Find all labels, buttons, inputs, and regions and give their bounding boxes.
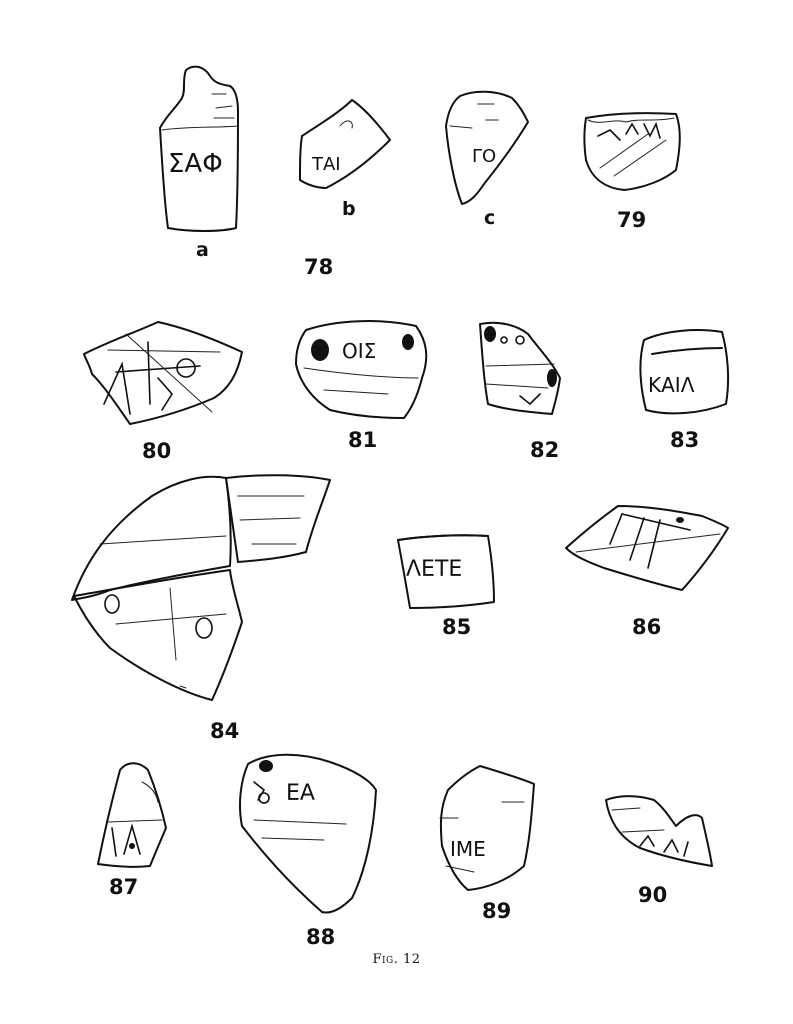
label-83: 83: [670, 428, 699, 452]
label-89: 89: [482, 899, 511, 923]
inscription-78b: ΤΑΙ: [311, 154, 341, 175]
fragment-78c: ΓΟ: [445, 90, 529, 205]
fragment-84: [71, 474, 331, 701]
label-81: 81: [348, 428, 377, 452]
fragment-88: ΕΑ: [239, 753, 377, 914]
label-87: 87: [109, 875, 138, 899]
fragment-89: ΙΜΕ: [439, 765, 535, 891]
label-86: 86: [632, 615, 661, 639]
label-78b: b: [342, 198, 356, 220]
label-78a: a: [196, 239, 209, 261]
label-90: 90: [638, 883, 667, 907]
label-85: 85: [442, 615, 471, 639]
fragment-83: ΚΑΙΛ: [639, 329, 730, 415]
label-79: 79: [617, 208, 646, 232]
fragment-78a: ΣΑΦ: [159, 65, 239, 232]
inscription-78c: ΓΟ: [472, 146, 496, 167]
inscription-83: ΚΑΙΛ: [648, 373, 695, 397]
label-88: 88: [306, 925, 335, 949]
fragment-86: [565, 505, 729, 591]
fragment-87: [97, 762, 167, 868]
label-84: 84: [210, 719, 239, 743]
fragment-78b: ΤΑΙ: [299, 99, 391, 189]
fragment-80: [83, 321, 243, 425]
inscription-89: ΙΜΕ: [450, 837, 486, 861]
inscription-81: ΟΙΣ: [342, 339, 376, 363]
inscription-78a: ΣΑΦ: [168, 149, 223, 179]
label-82: 82: [530, 438, 559, 462]
fragment-82: [479, 321, 561, 415]
fragment-81: ΟΙΣ: [295, 320, 428, 419]
inscription-85: ΛΕΤΕ: [406, 557, 462, 582]
label-78: 78: [304, 255, 333, 279]
fragment-90: [605, 795, 713, 867]
label-78c: c: [484, 207, 495, 229]
fragment-85: ΛΕΤΕ: [397, 534, 495, 609]
label-80: 80: [142, 439, 171, 463]
figure-caption: Fig. 12: [372, 952, 421, 967]
inscription-88: ΕΑ: [286, 781, 315, 806]
fragment-79: [583, 112, 681, 191]
